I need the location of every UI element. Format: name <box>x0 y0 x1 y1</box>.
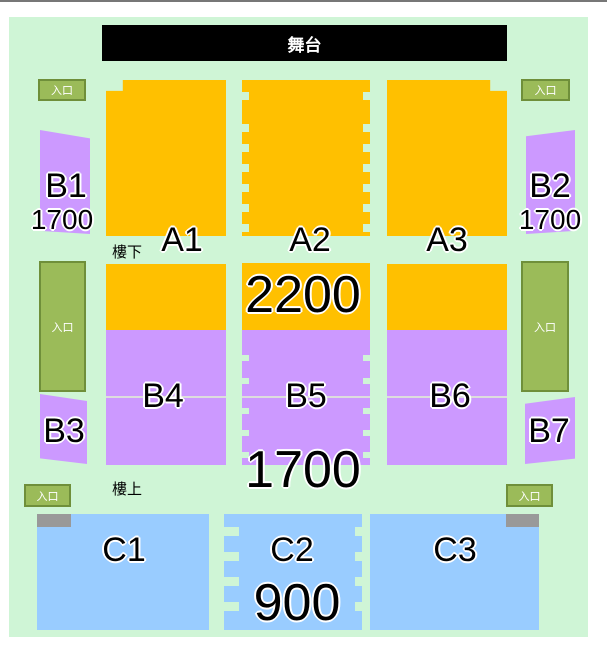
section-c1[interactable] <box>37 514 209 630</box>
aisle-notch <box>355 577 362 586</box>
row-divider <box>242 396 370 398</box>
label-b6: B6 <box>429 377 471 415</box>
section-b1[interactable] <box>40 130 90 234</box>
section-b7[interactable] <box>525 397 575 464</box>
label-c3: C3 <box>433 531 477 569</box>
aisle-notch <box>224 602 239 611</box>
label-b7: B7 <box>528 412 570 450</box>
aisle-notch <box>363 378 370 384</box>
floor-lower: 樓下 <box>112 244 143 261</box>
aisle-notch <box>363 164 370 172</box>
aisle-notch <box>355 602 362 611</box>
aisle-notch <box>224 552 239 561</box>
aisle-notch <box>224 577 239 586</box>
aisle-notch <box>363 408 370 414</box>
gray-block <box>506 514 539 527</box>
gray-block <box>37 514 71 527</box>
row-divider <box>106 396 226 398</box>
aisle-notch <box>242 92 249 100</box>
price-b2: 1700 <box>518 204 582 235</box>
aisle-notch <box>242 408 249 414</box>
aisle-notch <box>363 184 370 192</box>
label-b5: B5 <box>285 377 327 415</box>
section-a2[interactable] <box>242 80 370 236</box>
aisle-notch <box>224 527 239 536</box>
floor-upper: 樓上 <box>112 481 143 498</box>
label-b4: B4 <box>142 377 184 415</box>
label-a2: A2 <box>289 221 331 259</box>
aisle-notch <box>242 184 249 192</box>
aisle-notch <box>363 430 370 436</box>
entrance-mid-right: 入口 <box>521 261 569 392</box>
section-a2-rear[interactable] <box>242 263 370 330</box>
aisle-notch <box>242 224 249 232</box>
label-b1: B1 <box>45 167 87 205</box>
label-c2: C2 <box>270 531 314 569</box>
entrance-bottom-left: 入口 <box>24 484 71 507</box>
label-c1: C1 <box>102 531 146 569</box>
aisle-notch <box>242 378 249 384</box>
aisle-notch <box>363 144 370 152</box>
aisle-notch <box>355 552 362 561</box>
row-divider <box>387 396 507 398</box>
aisle-notch <box>363 204 370 212</box>
aisle-notch <box>363 452 370 458</box>
aisle-notch <box>363 224 370 232</box>
section-a1-rear[interactable] <box>106 264 226 330</box>
aisle-notch <box>242 124 249 132</box>
entrance-top-left: 入口 <box>38 79 86 101</box>
section-c2[interactable] <box>224 514 362 630</box>
entrance-bottom-right: 入口 <box>506 484 553 507</box>
section-b3[interactable] <box>40 394 87 464</box>
label-a1: A1 <box>161 221 203 259</box>
aisle-notch <box>242 430 249 436</box>
aisle-notch <box>242 355 249 361</box>
aisle-notch <box>363 124 370 132</box>
section-a1[interactable] <box>106 80 226 236</box>
section-a3[interactable] <box>387 80 507 236</box>
aisle-notch <box>242 204 249 212</box>
label-b2: B2 <box>529 167 571 205</box>
aisle-notch <box>363 355 370 361</box>
aisle-notch <box>363 92 370 100</box>
price-b1: 1700 <box>30 204 94 235</box>
price-a: 2200 <box>245 266 361 324</box>
price-b: 1700 <box>245 441 361 499</box>
aisle-notch <box>242 452 249 458</box>
section-b2[interactable] <box>526 130 575 234</box>
price-c: 900 <box>253 574 341 632</box>
section-c3[interactable] <box>370 514 539 630</box>
entrance-mid-left: 入口 <box>39 261 86 392</box>
label-a3: A3 <box>426 221 468 259</box>
aisle-notch <box>242 164 249 172</box>
label-b3: B3 <box>43 412 85 450</box>
stage: 舞台 <box>102 25 507 61</box>
entrance-top-right: 入口 <box>521 79 570 101</box>
aisle-notch <box>355 527 362 536</box>
top-border <box>0 0 607 2</box>
aisle-notch <box>242 144 249 152</box>
section-a3-rear[interactable] <box>387 264 507 330</box>
